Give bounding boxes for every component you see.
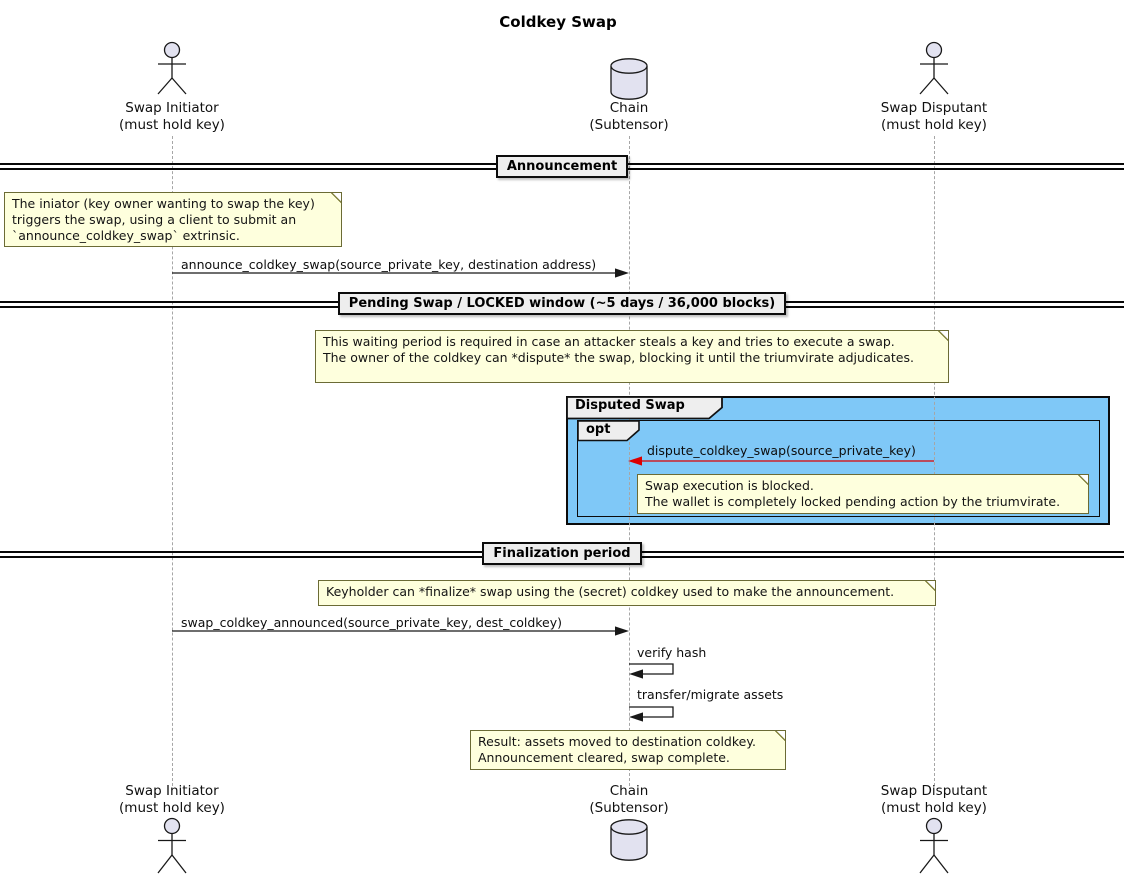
message-transfer-label: transfer/migrate assets <box>637 687 784 702</box>
disputant-actor-icon-bottom <box>919 817 949 874</box>
verify-arrow-head <box>629 669 643 679</box>
lifeline-initiator <box>171 136 173 786</box>
participant-chain-label-top: Chain (Subtensor) <box>519 100 739 133</box>
disputant-name: Swap Disputant <box>880 100 988 116</box>
verify-self-loop <box>629 663 674 675</box>
chain-sub: (Subtensor) <box>589 116 669 133</box>
chain-name: Chain <box>609 100 649 116</box>
disputant-sub: (must hold key) <box>881 116 987 133</box>
lifeline-disputant <box>933 136 935 786</box>
note-line: Swap execution is blocked. <box>645 478 814 493</box>
note-waiting-period: This waiting period is required in case … <box>315 330 949 383</box>
note-line: Keyholder can *finalize* swap using the … <box>326 584 895 599</box>
divider-announcement: Announcement <box>0 155 1124 178</box>
note-line: This waiting period is required in case … <box>323 334 895 349</box>
message-finalize-label: swap_coldkey_announced(source_private_ke… <box>181 615 563 630</box>
note-line: Announcement cleared, swap complete. <box>478 750 730 765</box>
divider-finalization-label: Finalization period <box>482 542 642 565</box>
initiator-sub: (must hold key) <box>119 799 225 816</box>
message-announce-label: announce_coldkey_swap(source_private_key… <box>181 257 597 272</box>
chain-name: Chain <box>609 783 649 799</box>
participant-disputant-label-top: Swap Disputant (must hold key) <box>824 100 1044 133</box>
chain-sub: (Subtensor) <box>589 799 669 816</box>
note-line: The owner of the coldkey can *dispute* t… <box>323 350 914 365</box>
participant-chain-label-bottom: Chain (Subtensor) <box>519 783 739 816</box>
diagram-title: Coldkey Swap <box>499 13 617 31</box>
note-line: Result: assets moved to destination cold… <box>478 734 756 749</box>
initiator-name: Swap Initiator <box>125 100 219 116</box>
fragment-opt <box>577 420 1100 517</box>
message-dispute-label: dispute_coldkey_swap(source_private_key) <box>647 443 916 458</box>
disputant-sub: (must hold key) <box>881 799 987 816</box>
note-result: Result: assets moved to destination cold… <box>470 730 786 770</box>
initiator-actor-icon-bottom <box>157 817 187 874</box>
announce-arrow-head <box>615 268 629 278</box>
note-initiator: The iniator (key owner wanting to swap t… <box>4 192 342 247</box>
chain-database-icon <box>610 58 648 100</box>
initiator-actor-icon <box>157 41 187 95</box>
initiator-name: Swap Initiator <box>125 783 219 799</box>
fragment-opt-label: opt <box>586 422 611 437</box>
initiator-sub: (must hold key) <box>119 116 225 133</box>
transfer-self-loop <box>629 706 674 718</box>
participant-disputant-label-bottom: Swap Disputant (must hold key) <box>824 783 1044 816</box>
divider-finalization: Finalization period <box>0 542 1124 565</box>
fragment-opt-tab: opt <box>577 420 641 446</box>
divider-announcement-label: Announcement <box>495 155 629 178</box>
opt-tab-shape <box>577 420 640 442</box>
note-finalize: Keyholder can *finalize* swap using the … <box>318 580 936 606</box>
finalize-arrow-head <box>615 626 629 636</box>
participant-initiator-label-top: Swap Initiator (must hold key) <box>62 100 282 133</box>
group-disputed-swap-label: Disputed Swap <box>575 398 685 413</box>
note-line: The iniator (key owner wanting to swap t… <box>12 196 315 211</box>
disputant-name: Swap Disputant <box>880 783 988 799</box>
note-blocked: Swap execution is blocked. The wallet is… <box>637 474 1089 514</box>
group-tab-shape <box>566 396 723 420</box>
note-line: triggers the swap, using a client to sub… <box>12 212 297 227</box>
note-line: The wallet is completely locked pending … <box>645 494 1061 509</box>
divider-pending: Pending Swap / LOCKED window (~5 days / … <box>0 292 1124 315</box>
transfer-arrow-head <box>629 712 643 722</box>
note-line: `announce_coldkey_swap` extrinsic. <box>12 228 240 243</box>
divider-pending-label: Pending Swap / LOCKED window (~5 days / … <box>337 292 787 315</box>
message-verify-label: verify hash <box>637 645 707 660</box>
chain-database-icon-bottom <box>610 819 648 861</box>
participant-initiator-label-bottom: Swap Initiator (must hold key) <box>62 783 282 816</box>
disputant-actor-icon <box>919 41 949 95</box>
group-disputed-swap-tab: Disputed Swap <box>566 396 724 424</box>
